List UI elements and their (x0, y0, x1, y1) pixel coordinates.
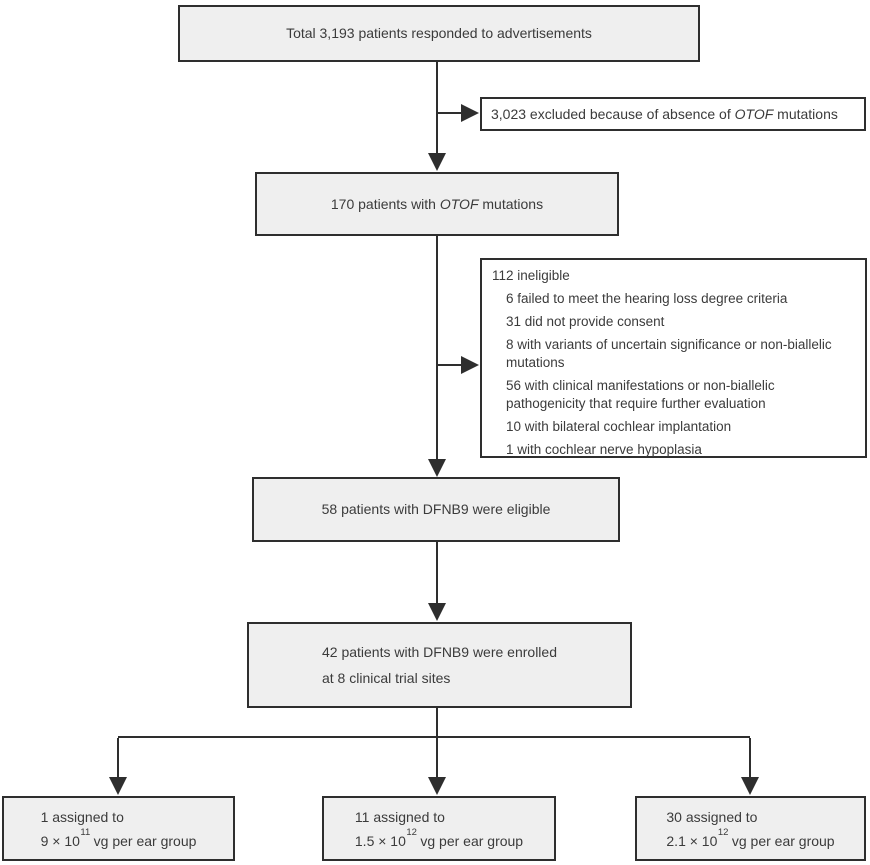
ineligible-item: 56 with clinical manifestations or non-b… (506, 378, 775, 411)
enrolled-line-1: 42 patients with DFNB9 were enrolled (321, 644, 557, 660)
dose-exponent: 11 (80, 827, 91, 839)
dose-exponent: 12 (406, 827, 417, 839)
group-text: 30 assigned to 2.1 × 1012 vg per ear gro… (666, 805, 834, 853)
dose-exponent: 12 (717, 827, 729, 839)
box-group-low-dose: 1 assigned to 9 × 1011 vg per ear group (2, 796, 235, 861)
ineligible-header: 112 ineligible (492, 268, 570, 283)
box-otof-mutations-text: 170 patients with OTOF mutations (330, 195, 544, 212)
group-dose-line: 1.5 × 1012 vg per ear group (354, 827, 524, 849)
group-text: 11 assigned to 1.5 × 1012 vg per ear gro… (355, 805, 523, 853)
box-excluded: 3,023 excluded because of absence of OTO… (480, 97, 866, 131)
group-assigned-line: 1 assigned to (40, 808, 124, 825)
group-assigned-line: 30 assigned to (666, 808, 758, 825)
box-otof-mutations: 170 patients with OTOF mutations (255, 172, 619, 236)
box-enrolled-text: 42 patients with DFNB9 were enrolled at … (322, 639, 557, 691)
group-dose-line: 2.1 × 1012 vg per ear group (666, 827, 835, 849)
box-total-responded-text: Total 3,193 patients responded to advert… (286, 25, 592, 41)
box-ineligible: 112 ineligible 6 failed to meet the hear… (480, 258, 867, 458)
box-group-high-dose: 30 assigned to 2.1 × 1012 vg per ear gro… (635, 796, 866, 861)
box-enrolled: 42 patients with DFNB9 were enrolled at … (247, 622, 632, 708)
box-excluded-text: 3,023 excluded because of absence of OTO… (491, 105, 838, 122)
box-eligible-text: 58 patients with DFNB9 were eligible (321, 501, 551, 517)
ineligible-item: 10 with bilateral cochlear implantation (506, 419, 732, 434)
box-total-responded: Total 3,193 patients responded to advert… (178, 5, 700, 62)
gene-symbol: OTOF (734, 105, 774, 122)
ineligible-item: 6 failed to meet the hearing loss degree… (506, 291, 788, 306)
group-assigned-line: 11 assigned to (354, 808, 445, 825)
ineligible-item: 31 did not provide consent (506, 314, 665, 329)
group-dose-line: 9 × 1011 vg per ear group (40, 827, 197, 849)
ineligible-item: 8 with variants of uncertain significanc… (506, 337, 832, 370)
box-group-mid-dose: 11 assigned to 1.5 × 1012 vg per ear gro… (322, 796, 556, 861)
ineligible-item: 1 with cochlear nerve hypoplasia (506, 442, 702, 457)
gene-symbol: OTOF (439, 195, 479, 212)
enrolled-line-2: at 8 clinical trial sites (321, 670, 451, 686)
group-text: 1 assigned to 9 × 1011 vg per ear group (41, 805, 197, 853)
box-eligible: 58 patients with DFNB9 were eligible (252, 477, 620, 542)
